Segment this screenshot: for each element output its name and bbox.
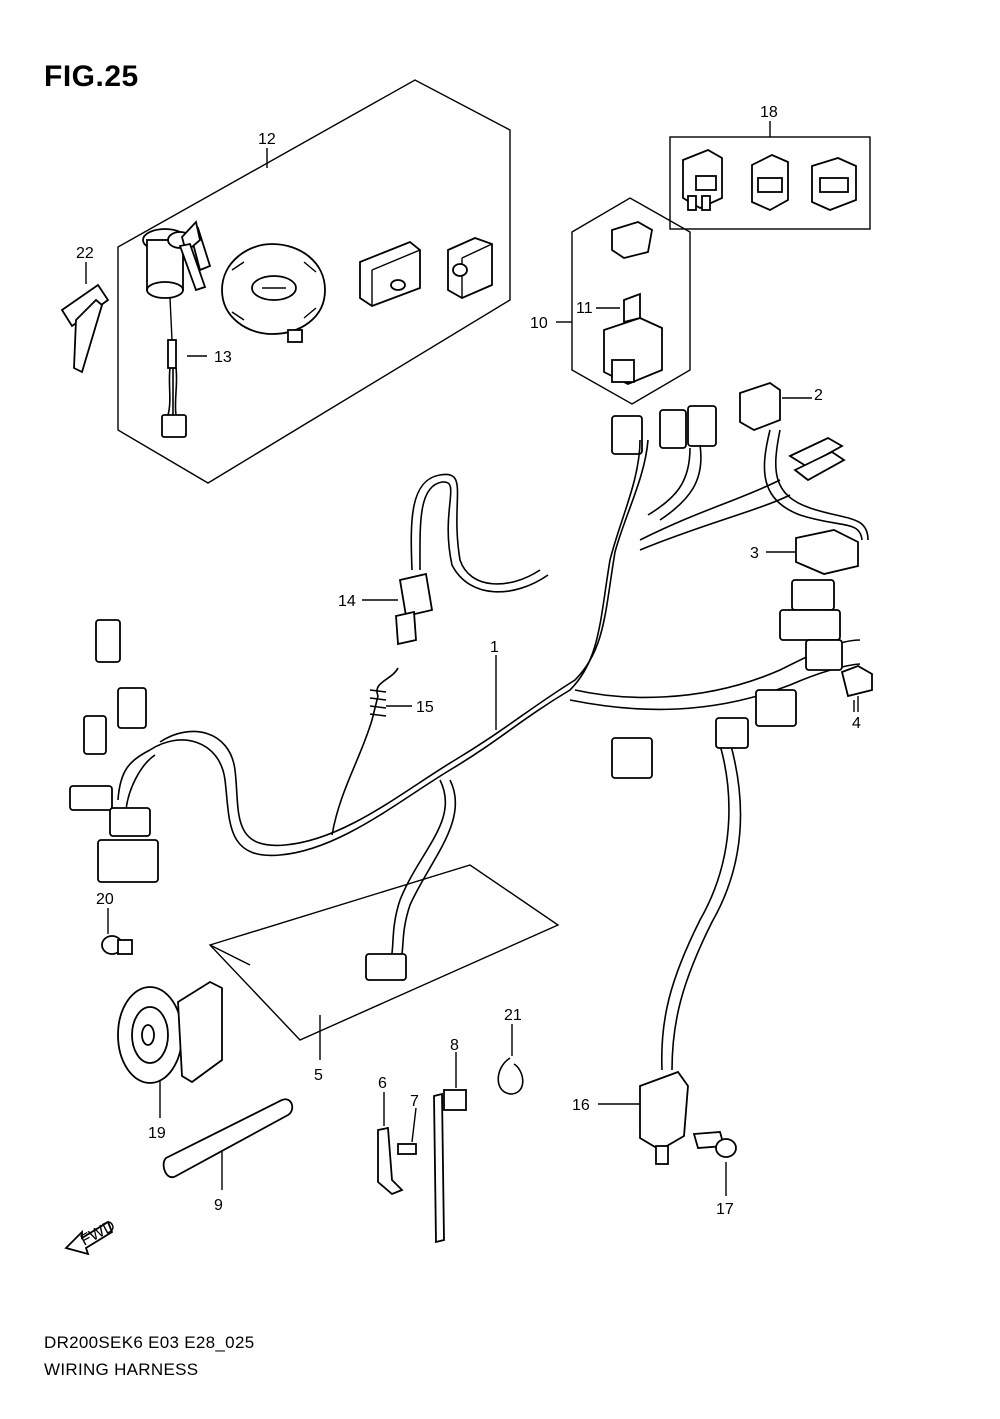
coupler-set-group [669, 121, 871, 230]
fuse-cover-icon [611, 221, 653, 259]
callout-6: 6 [378, 1075, 387, 1092]
key-icon [60, 262, 110, 374]
key-icon [167, 220, 212, 292]
callout-16: 16 [572, 1097, 590, 1114]
relay-icon [766, 529, 859, 575]
callout-18: 18 [760, 104, 778, 121]
callout-21: 21 [504, 1007, 522, 1024]
callout-2: 2 [814, 387, 823, 404]
leader-lines [495, 655, 855, 730]
brake-light-switch-icon [362, 572, 434, 646]
callout-1: 1 [490, 639, 499, 656]
fwd-arrow-icon: FWD [64, 1217, 118, 1256]
diagram-title: WIRING HARNESS [44, 1360, 199, 1379]
neutral-switch-icon [598, 1070, 689, 1165]
callout-17: 17 [716, 1201, 734, 1218]
callout-5: 5 [314, 1067, 323, 1084]
callout-12: 12 [258, 131, 276, 148]
fuse-icon [840, 665, 873, 712]
fuel-cap-icon [221, 243, 326, 343]
callout-4: 4 [852, 715, 861, 732]
clamp-icon [497, 1024, 524, 1095]
callout-19: 19 [148, 1125, 166, 1142]
relay-icon [603, 317, 663, 385]
main-wiring-harness [117, 429, 869, 1071]
callout-3: 3 [750, 545, 759, 562]
callout-13: 13 [214, 349, 232, 366]
wire-band-icon [433, 1052, 467, 1244]
bolt-icon [692, 1131, 737, 1196]
insulator-sheet-icon [208, 864, 560, 1060]
fwd-label: FWD [78, 1217, 118, 1249]
lock-cylinder-icon [359, 240, 421, 308]
connector-icon [788, 436, 846, 482]
callout-10: 10 [530, 315, 548, 332]
callout-7: 7 [410, 1093, 419, 1110]
relay-group [556, 197, 691, 405]
connector-icon [611, 405, 717, 455]
ignition-kit-group [117, 79, 511, 484]
lock-cylinder-icon [447, 237, 493, 300]
bolt-icon [101, 908, 133, 955]
callout-14: 14 [338, 593, 356, 610]
fuse-icon [623, 292, 641, 324]
callout-22: 22 [76, 245, 94, 262]
clamp-icon [377, 1092, 404, 1196]
callout-11: 11 [576, 300, 593, 317]
callout-20: 20 [96, 891, 114, 908]
bracket-icon [162, 1098, 294, 1190]
callout-9: 9 [214, 1197, 223, 1214]
callout-8: 8 [450, 1037, 459, 1054]
callout-15: 15 [416, 699, 434, 716]
diagram-code: DR200SEK6 E03 E28_025 [44, 1333, 255, 1352]
connector-icon [69, 619, 159, 883]
callout-labels: 1 2 3 4 5 6 7 8 9 10 11 12 13 14 15 16 1… [76, 104, 861, 1218]
connector-icon [739, 382, 812, 431]
spring-icon [331, 667, 412, 836]
figure-title: FIG.25 [44, 60, 139, 93]
horn-icon [117, 980, 223, 1118]
connector-icon [611, 579, 843, 779]
screw-icon [397, 1107, 417, 1155]
